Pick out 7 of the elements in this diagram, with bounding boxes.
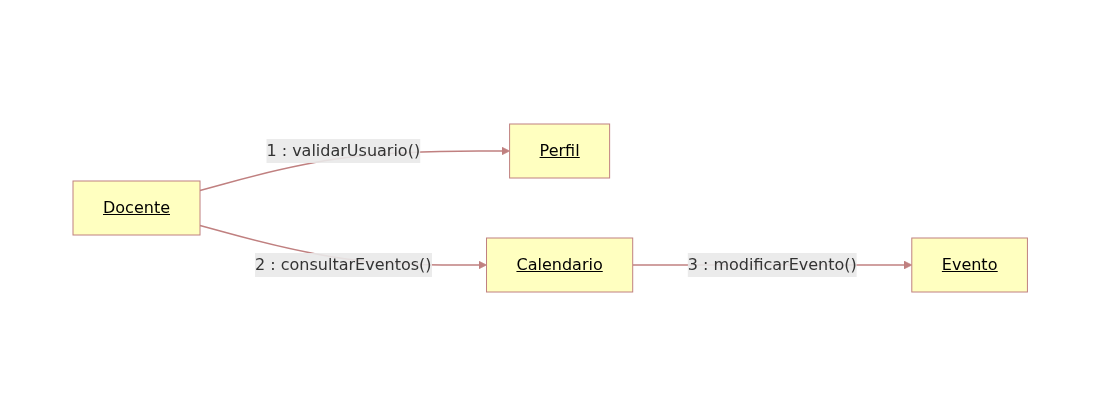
edge-label: 2 : consultarEventos() (255, 255, 432, 274)
node-box: Docente (72, 180, 201, 236)
node-box: Calendario (486, 237, 634, 293)
node-box: Evento (911, 237, 1029, 293)
node-box: Perfil (509, 123, 611, 179)
edge-label: 3 : modificarEvento() (687, 255, 858, 274)
edge-label: 1 : validarUsuario() (266, 141, 421, 160)
